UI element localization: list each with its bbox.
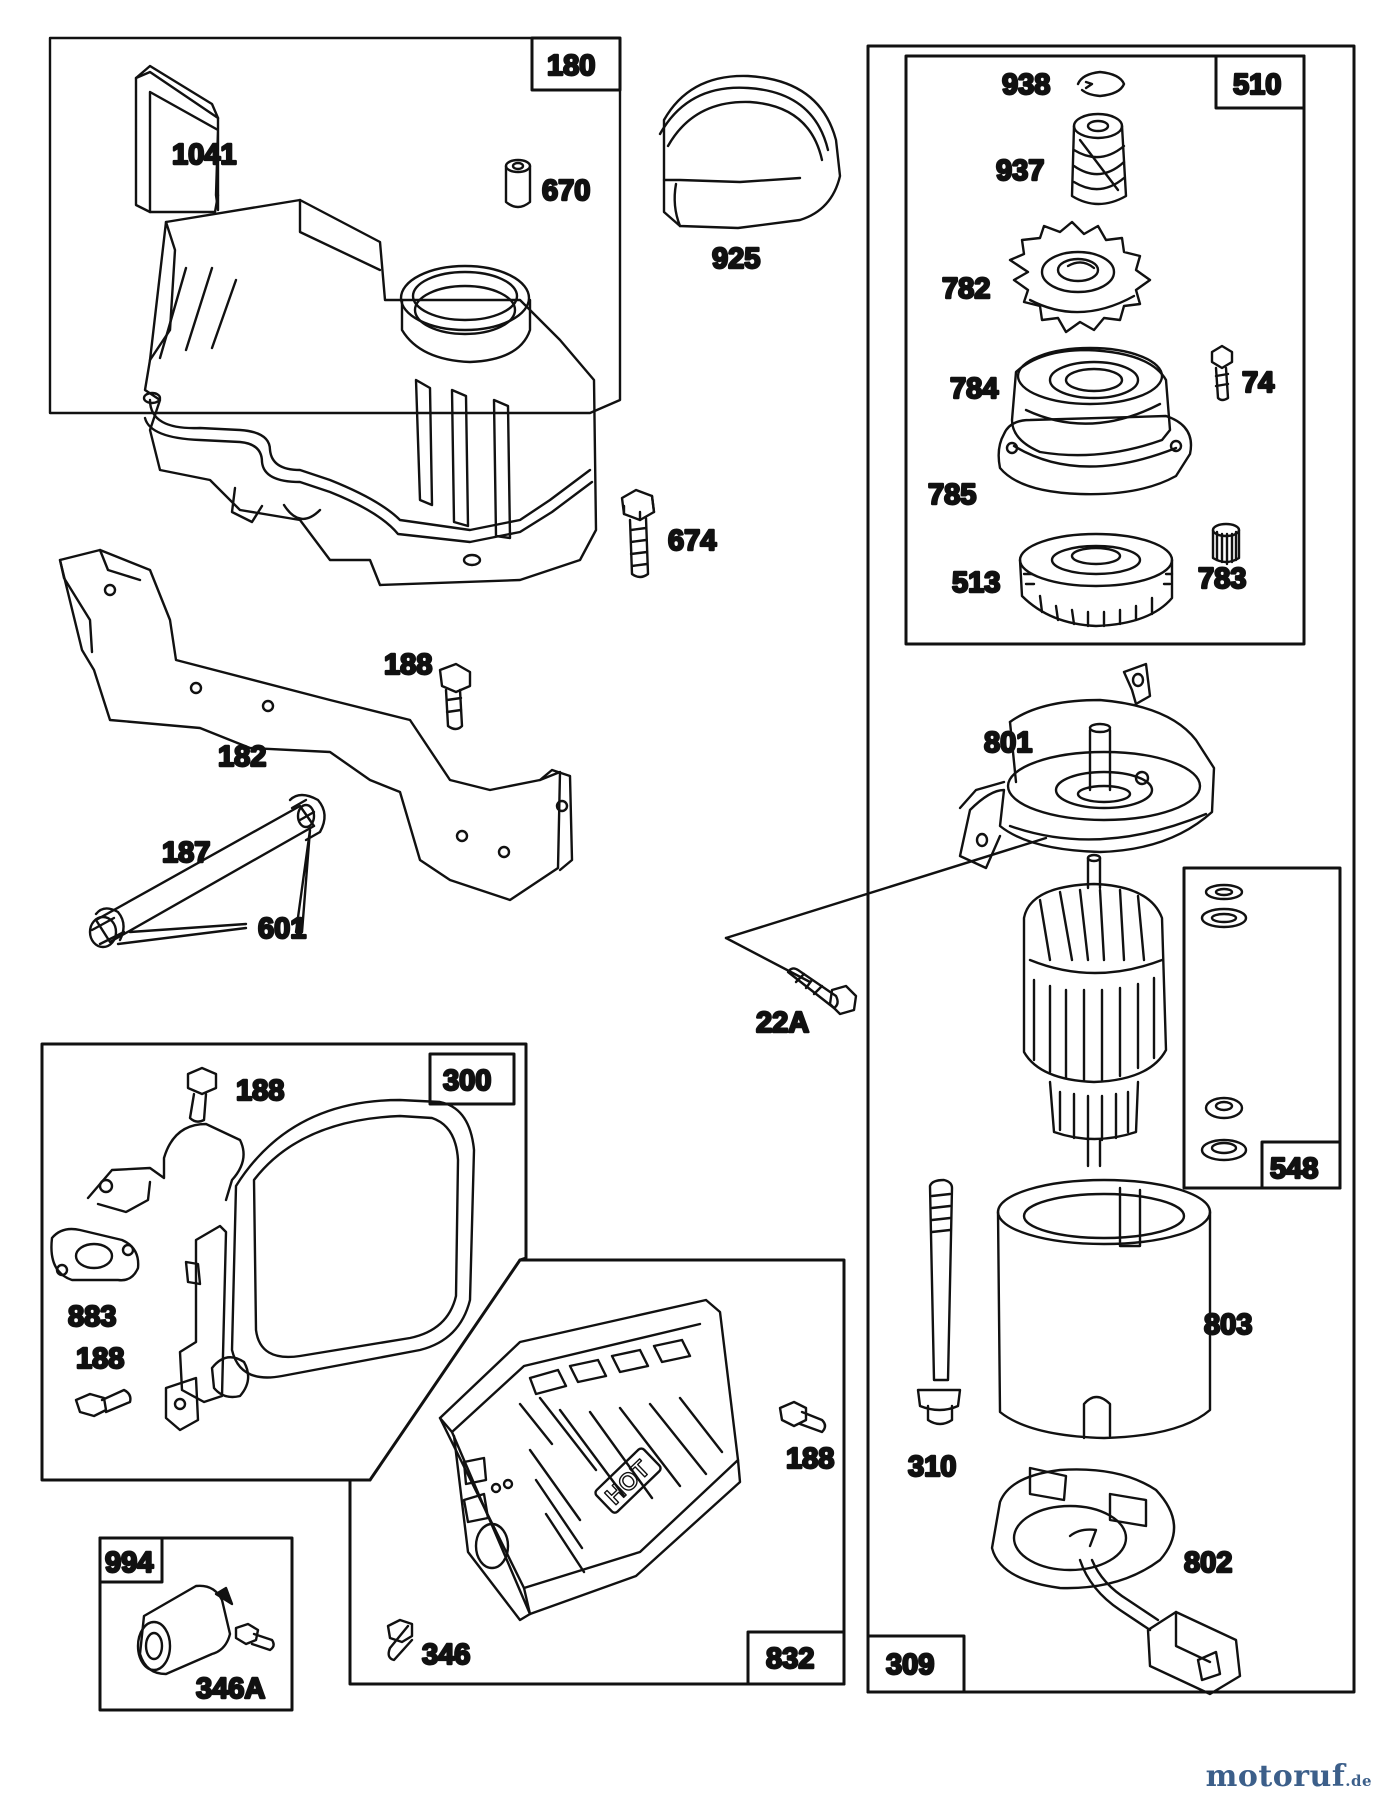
- label-22A: 22A: [756, 1007, 809, 1039]
- part-994-connector: [136, 1584, 234, 1676]
- watermark-logo: motoruf.de: [1206, 1759, 1372, 1794]
- label-188-a: 188: [384, 649, 432, 681]
- part-782-drive-gear: [1008, 220, 1152, 334]
- box-300-frame: [40, 1042, 528, 1482]
- label-784: 784: [950, 373, 998, 405]
- part-182-mounting-bracket: [58, 548, 574, 902]
- part-803-motor-housing: [996, 1178, 1212, 1440]
- watermark-name: motoruf: [1205, 1759, 1346, 1794]
- group-tag-994: 994: [105, 1547, 153, 1579]
- label-346: 346: [422, 1639, 470, 1671]
- box-994-frame: [98, 1536, 294, 1712]
- label-925: 925: [712, 243, 760, 275]
- part-832-heat-shield: [438, 1298, 742, 1622]
- part-937-worm-sleeve: [1070, 112, 1128, 206]
- part-armature: [1022, 853, 1168, 1168]
- box-548-tag: [1260, 1140, 1342, 1190]
- label-513: 513: [952, 567, 1000, 599]
- part-74-screw: [1210, 344, 1234, 402]
- part-346-bolt: [386, 1618, 414, 1662]
- label-188-d: 188: [786, 1443, 834, 1475]
- part-1041-dipstick-bracket: [134, 64, 220, 214]
- label-802: 802: [1184, 1547, 1232, 1579]
- part-310-long-bolt: [916, 1178, 962, 1426]
- box-300-tag: [428, 1052, 516, 1106]
- box-832-tag: [746, 1630, 846, 1686]
- label-670: 670: [542, 175, 590, 207]
- box-994-tag: [98, 1536, 164, 1584]
- part-548-washer-kit: [1200, 883, 1248, 1162]
- part-783-pinion-gear: [1211, 522, 1241, 566]
- box-548-frame: [1182, 866, 1342, 1190]
- box-309-frame: [866, 44, 1356, 1694]
- group-tag-832: 832: [766, 1643, 814, 1675]
- part-oil-tank-housing: [142, 198, 598, 587]
- part-938-retaining-ring: [1076, 70, 1126, 98]
- box-309-tag: [866, 1634, 966, 1694]
- part-513-planetary-gear-ring: [1018, 532, 1174, 628]
- box-832-frame: [348, 1258, 846, 1686]
- part-346A-screw: [234, 1622, 275, 1652]
- label-783: 783: [1198, 563, 1246, 595]
- label-937: 937: [996, 155, 1044, 187]
- part-muffler: [86, 1098, 476, 1432]
- label-182: 182: [218, 741, 266, 773]
- part-785-gasket-plate: [997, 414, 1193, 496]
- label-674: 674: [668, 525, 716, 557]
- box-510-tag: [1214, 54, 1306, 110]
- group-tag-180: 180: [547, 50, 595, 82]
- part-801-drive-end-cap: [958, 662, 1216, 870]
- label-601: 601: [258, 913, 306, 945]
- box-180-tag: [530, 36, 622, 92]
- label-883: 883: [68, 1301, 116, 1333]
- watermark-tld: .de: [1345, 1772, 1372, 1790]
- group-tag-510: 510: [1233, 69, 1281, 101]
- part-670-spacer: [504, 158, 532, 209]
- part-188-bolt-300-top: [186, 1066, 218, 1123]
- label-74: 74: [1242, 367, 1274, 399]
- label-801: 801: [984, 727, 1032, 759]
- label-310: 310: [908, 1451, 956, 1483]
- part-188-bolt-upper: [438, 662, 472, 731]
- label-1041: 1041: [172, 139, 237, 171]
- part-802-end-cap-brush-plate: [990, 1466, 1242, 1696]
- part-187-hose: [88, 803, 316, 949]
- group-tag-309: 309: [886, 1649, 934, 1681]
- part-925-oil-cap-cover: [658, 74, 842, 230]
- label-188-c: 188: [76, 1343, 124, 1375]
- label-782: 782: [942, 273, 990, 305]
- part-188-bolt-300-side: [74, 1388, 132, 1418]
- box-510-frame: [904, 54, 1306, 646]
- hot-stamp-embossing: HOT: [594, 1447, 662, 1514]
- label-938: 938: [1002, 69, 1050, 101]
- part-601-hose-clamps: [90, 793, 326, 946]
- label-188-b: 188: [236, 1075, 284, 1107]
- part-784-drive-cap: [1010, 346, 1172, 457]
- part-674-bolt: [620, 488, 656, 579]
- part-188-bolt-832: [778, 1400, 827, 1434]
- part-22A-through-bolt: [724, 836, 1048, 1016]
- group-tag-300: 300: [443, 1065, 491, 1097]
- label-187: 187: [162, 837, 210, 869]
- label-803: 803: [1204, 1309, 1252, 1341]
- part-883-gasket: [50, 1227, 140, 1282]
- box-180-frame: [48, 36, 622, 415]
- label-785: 785: [928, 479, 976, 511]
- label-346A: 346A: [196, 1673, 265, 1705]
- group-tag-548: 548: [1270, 1153, 1318, 1185]
